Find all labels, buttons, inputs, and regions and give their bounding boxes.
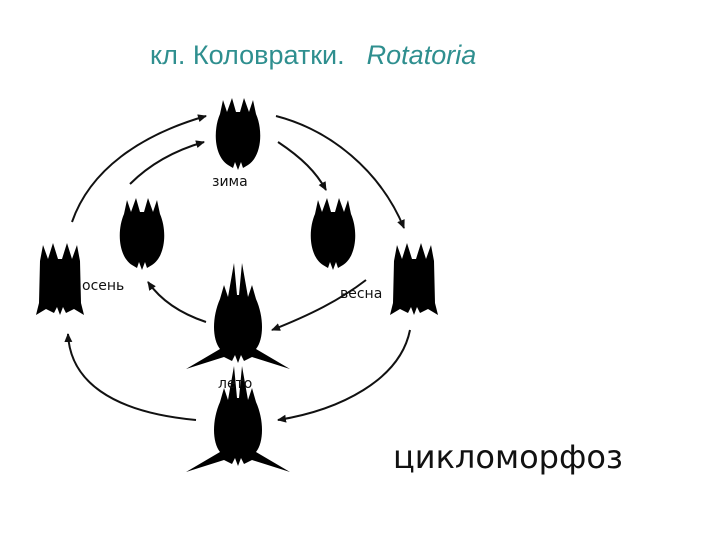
title-latin: Rotatoria — [366, 40, 477, 70]
arrow-outer-bottom-left — [64, 333, 197, 421]
rotifer-spring-early — [310, 198, 356, 270]
rotifer-summer — [186, 263, 290, 369]
rotifer-spring — [390, 243, 438, 315]
label-spring: весна — [340, 286, 382, 302]
arrow-outer-bottom-right — [277, 329, 411, 423]
label-summer: лето — [218, 376, 252, 392]
label-winter: зима — [212, 174, 248, 190]
slide-title: кл. Коловратки. Rotatoria — [150, 40, 610, 71]
rotifer-winter — [215, 98, 261, 170]
arrow-outer-top-left — [71, 114, 207, 223]
arrow-outer-top-right — [275, 115, 405, 229]
label-autumn: осень — [82, 278, 124, 294]
caption-cyclomorphosis: цикломорфоз — [393, 438, 623, 476]
arrow-autumn-to-winter — [129, 140, 205, 185]
arrow-spring-to-summer — [271, 279, 367, 331]
rotifer-autumn — [36, 243, 84, 315]
title-russian: кл. Коловратки. — [150, 40, 345, 70]
arrow-summer-to-autumn — [147, 281, 207, 323]
rotifer-autumn-early — [119, 198, 165, 270]
arrow-winter-to-spring — [277, 141, 327, 191]
